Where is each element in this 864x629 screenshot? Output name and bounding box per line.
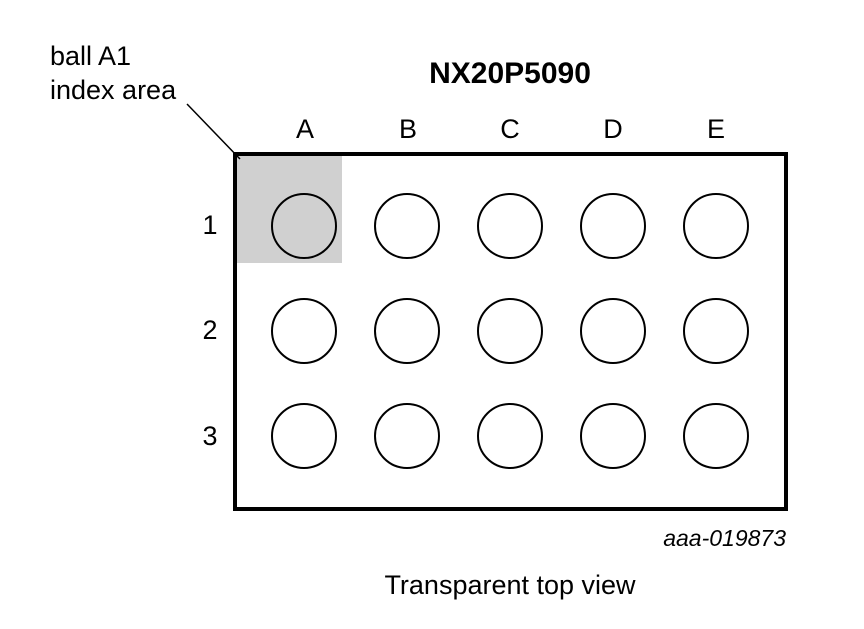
ball-c3 — [477, 403, 543, 469]
ball-a1 — [271, 193, 337, 259]
ball-c1 — [477, 193, 543, 259]
column-label-b: B — [398, 114, 417, 144]
ball-c2 — [477, 298, 543, 364]
row-label-2: 2 — [202, 315, 218, 345]
figure-id: aaa-019873 — [663, 525, 786, 551]
row-label-1: 1 — [202, 210, 218, 240]
ball-a3 — [271, 403, 337, 469]
figure-caption: Transparent top view — [384, 570, 636, 600]
ball-e1 — [683, 193, 749, 259]
index-area-label: ball A1 index area — [50, 39, 176, 107]
ball-e2 — [683, 298, 749, 364]
column-label-a: A — [295, 114, 314, 144]
ball-d2 — [580, 298, 646, 364]
ball-b3 — [374, 403, 440, 469]
ball-a1-index-area — [236, 156, 342, 263]
ball-e3 — [683, 403, 749, 469]
diagram-title: NX20P5090 — [429, 57, 591, 90]
ball-b1 — [374, 193, 440, 259]
package-outline — [233, 152, 788, 511]
ball-a2 — [271, 298, 337, 364]
column-label-d: D — [603, 114, 623, 144]
row-label-3: 3 — [202, 421, 218, 451]
ball-d1 — [580, 193, 646, 259]
index-label-line2: index area — [50, 75, 177, 105]
ball-b2 — [374, 298, 440, 364]
ball-grid — [271, 193, 749, 469]
index-label-line1: ball A1 — [50, 41, 132, 71]
column-label-c: C — [500, 114, 520, 144]
ball-d3 — [580, 403, 646, 469]
index-leader-line — [186, 103, 241, 160]
column-label-e: E — [706, 114, 725, 144]
